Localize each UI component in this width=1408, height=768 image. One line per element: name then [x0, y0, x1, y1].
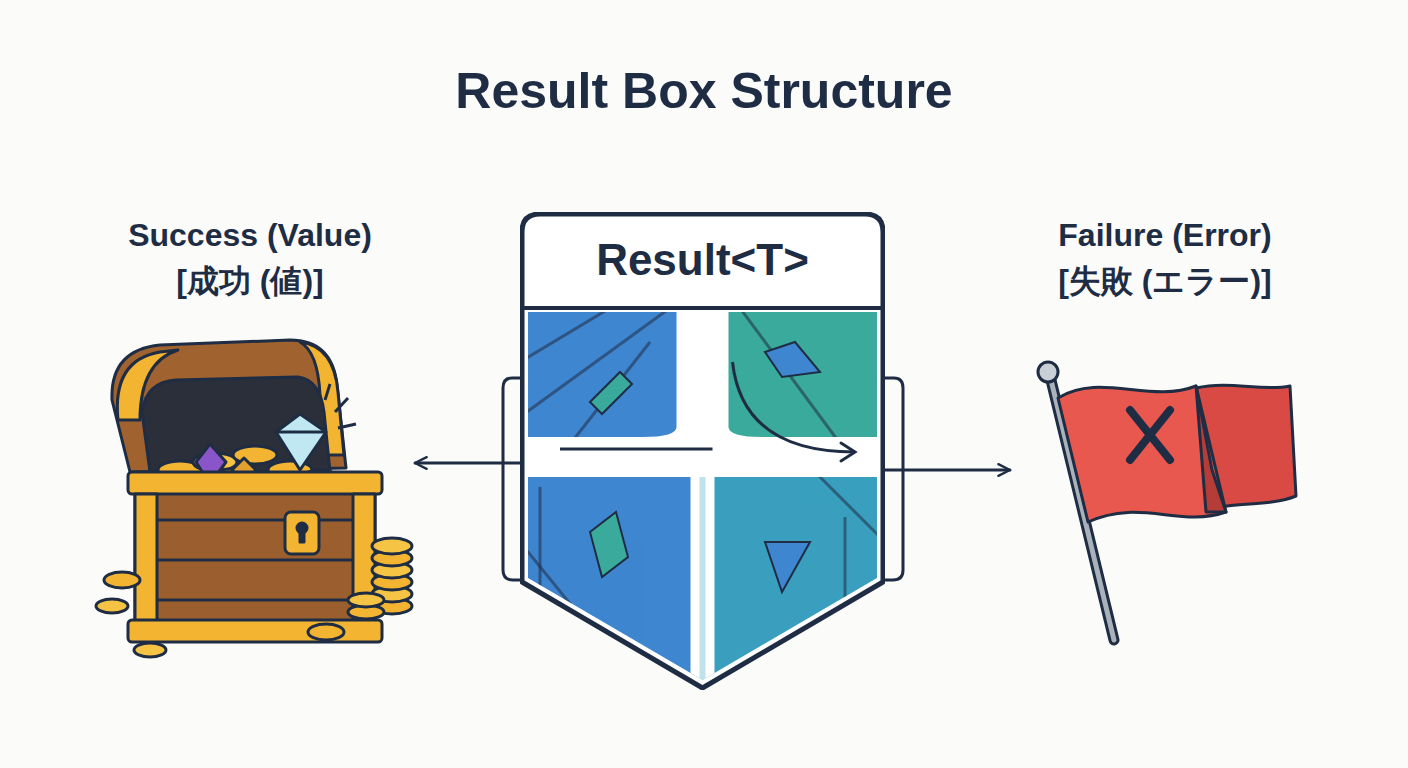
treasure-chest-part: [157, 519, 353, 522]
shield-road-lane: [700, 477, 706, 690]
treasure-chest-part: [276, 414, 326, 470]
shield-header-rule: [522, 306, 883, 310]
treasure-chest-part: [276, 431, 326, 434]
treasure-chest-part: [142, 377, 330, 472]
shield-facet: [765, 542, 810, 592]
shield-quadrants: [520, 308, 885, 690]
failure-flag-part: [1058, 386, 1226, 522]
treasure-chest-part: [285, 512, 319, 554]
treasure-chest-part: [128, 472, 382, 494]
outcome-label: [成功 (値)]: [85, 258, 415, 304]
shield-quadrant: [520, 457, 703, 690]
shield-quadrant: [703, 457, 886, 690]
shield-flow-line: [560, 362, 855, 452]
treasure-chest-part: [348, 593, 384, 607]
shield-facet: [590, 372, 632, 414]
treasure-chest-part: [134, 643, 166, 657]
shield-facet: [590, 512, 628, 577]
treasure-chest-part: [308, 624, 344, 640]
treasure-chest-part: [128, 620, 382, 642]
treasure-chest-part: [135, 494, 157, 624]
treasure-chest-part: [135, 480, 375, 638]
result-arrow: [415, 462, 520, 465]
outcome-label: Success (Value): [85, 212, 415, 258]
outcome-label: Failure (Error): [1010, 212, 1320, 258]
treasure-chest-part: [96, 599, 128, 613]
result-shield: Result<T>: [520, 212, 885, 690]
shield-flow-head: [841, 443, 855, 461]
treasure-chest-part: [157, 599, 353, 602]
treasure-chest-part: [338, 424, 356, 428]
treasure-chest-part: [300, 530, 304, 542]
treasure-chest-part: [325, 384, 330, 400]
shield-header: Result<T>: [520, 212, 885, 308]
shield-stripe: [520, 308, 670, 417]
shield-stripe: [520, 308, 610, 362]
type-label: Result<T>: [596, 235, 809, 285]
shield-border: [522, 214, 883, 688]
treasure-chest-part: [157, 559, 353, 562]
shield-stripe: [740, 308, 850, 457]
failure-flag-part: [1130, 410, 1170, 460]
shield-road: [520, 308, 885, 690]
failure-flag-part: [1196, 386, 1226, 512]
failure-flag-part: [1130, 410, 1170, 460]
diagram-title: Result Box Structure: [0, 62, 1408, 120]
side-bracket-part: [882, 378, 903, 580]
treasure-chest-part: [104, 572, 140, 588]
result-arrow: [885, 469, 1010, 472]
shield-facet: [765, 342, 820, 377]
treasure-chest-part: [112, 340, 346, 472]
shield-stripe: [539, 487, 542, 690]
outcome-label: [失敗 (エラー)]: [1010, 258, 1320, 304]
labeled-illustration: Failure (Error)[失敗 (エラー)]: [1010, 212, 1320, 658]
treasure-chest: [96, 340, 412, 657]
failure-flag-part: [1038, 362, 1058, 382]
treasure-chest-part: [335, 398, 348, 412]
labeled-illustration: Success (Value)[成功 (値)]: [85, 212, 415, 658]
treasure-chest-part: [372, 538, 412, 554]
failure-flag: [1038, 362, 1296, 640]
